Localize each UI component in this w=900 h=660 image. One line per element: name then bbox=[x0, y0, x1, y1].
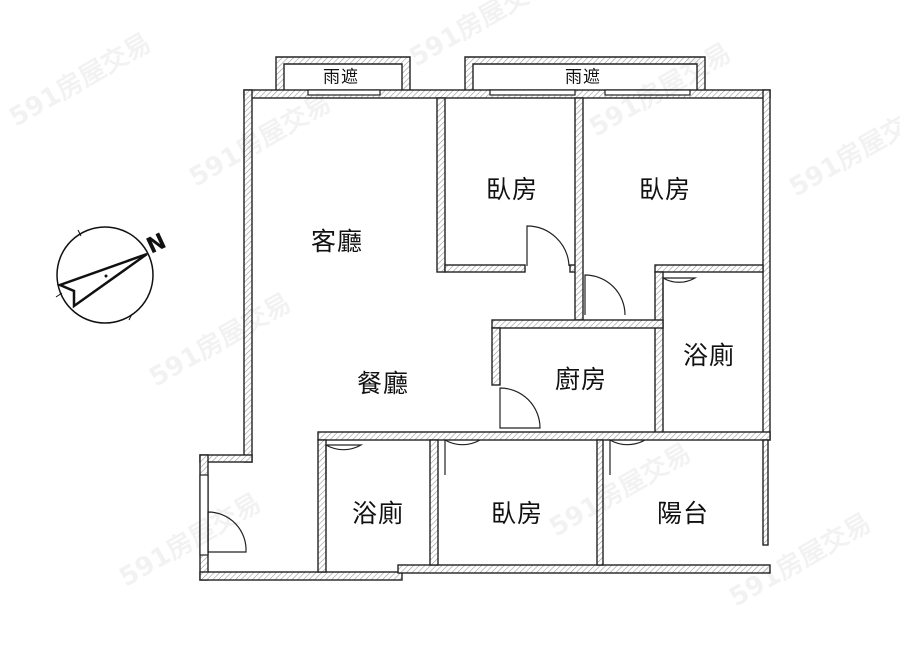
bathroom-label: 浴廁 bbox=[682, 341, 736, 370]
balcony-label: 陽台 bbox=[656, 499, 710, 528]
dining-room-label: 餐廳 bbox=[356, 369, 410, 398]
canopy-label: 雨遮 bbox=[323, 67, 359, 88]
kitchen-label: 廚房 bbox=[554, 365, 608, 394]
doors bbox=[207, 225, 698, 553]
living-room-label: 客廳 bbox=[310, 227, 364, 256]
bedroom-label: 臥房 bbox=[638, 175, 692, 204]
windows bbox=[199, 89, 691, 556]
bedroom-label: 臥房 bbox=[485, 175, 539, 204]
canopy-label: 雨遮 bbox=[565, 67, 601, 88]
bedroom-label: 臥房 bbox=[490, 499, 544, 528]
compass-icon bbox=[55, 226, 154, 324]
bathroom-label: 浴廁 bbox=[351, 499, 405, 528]
